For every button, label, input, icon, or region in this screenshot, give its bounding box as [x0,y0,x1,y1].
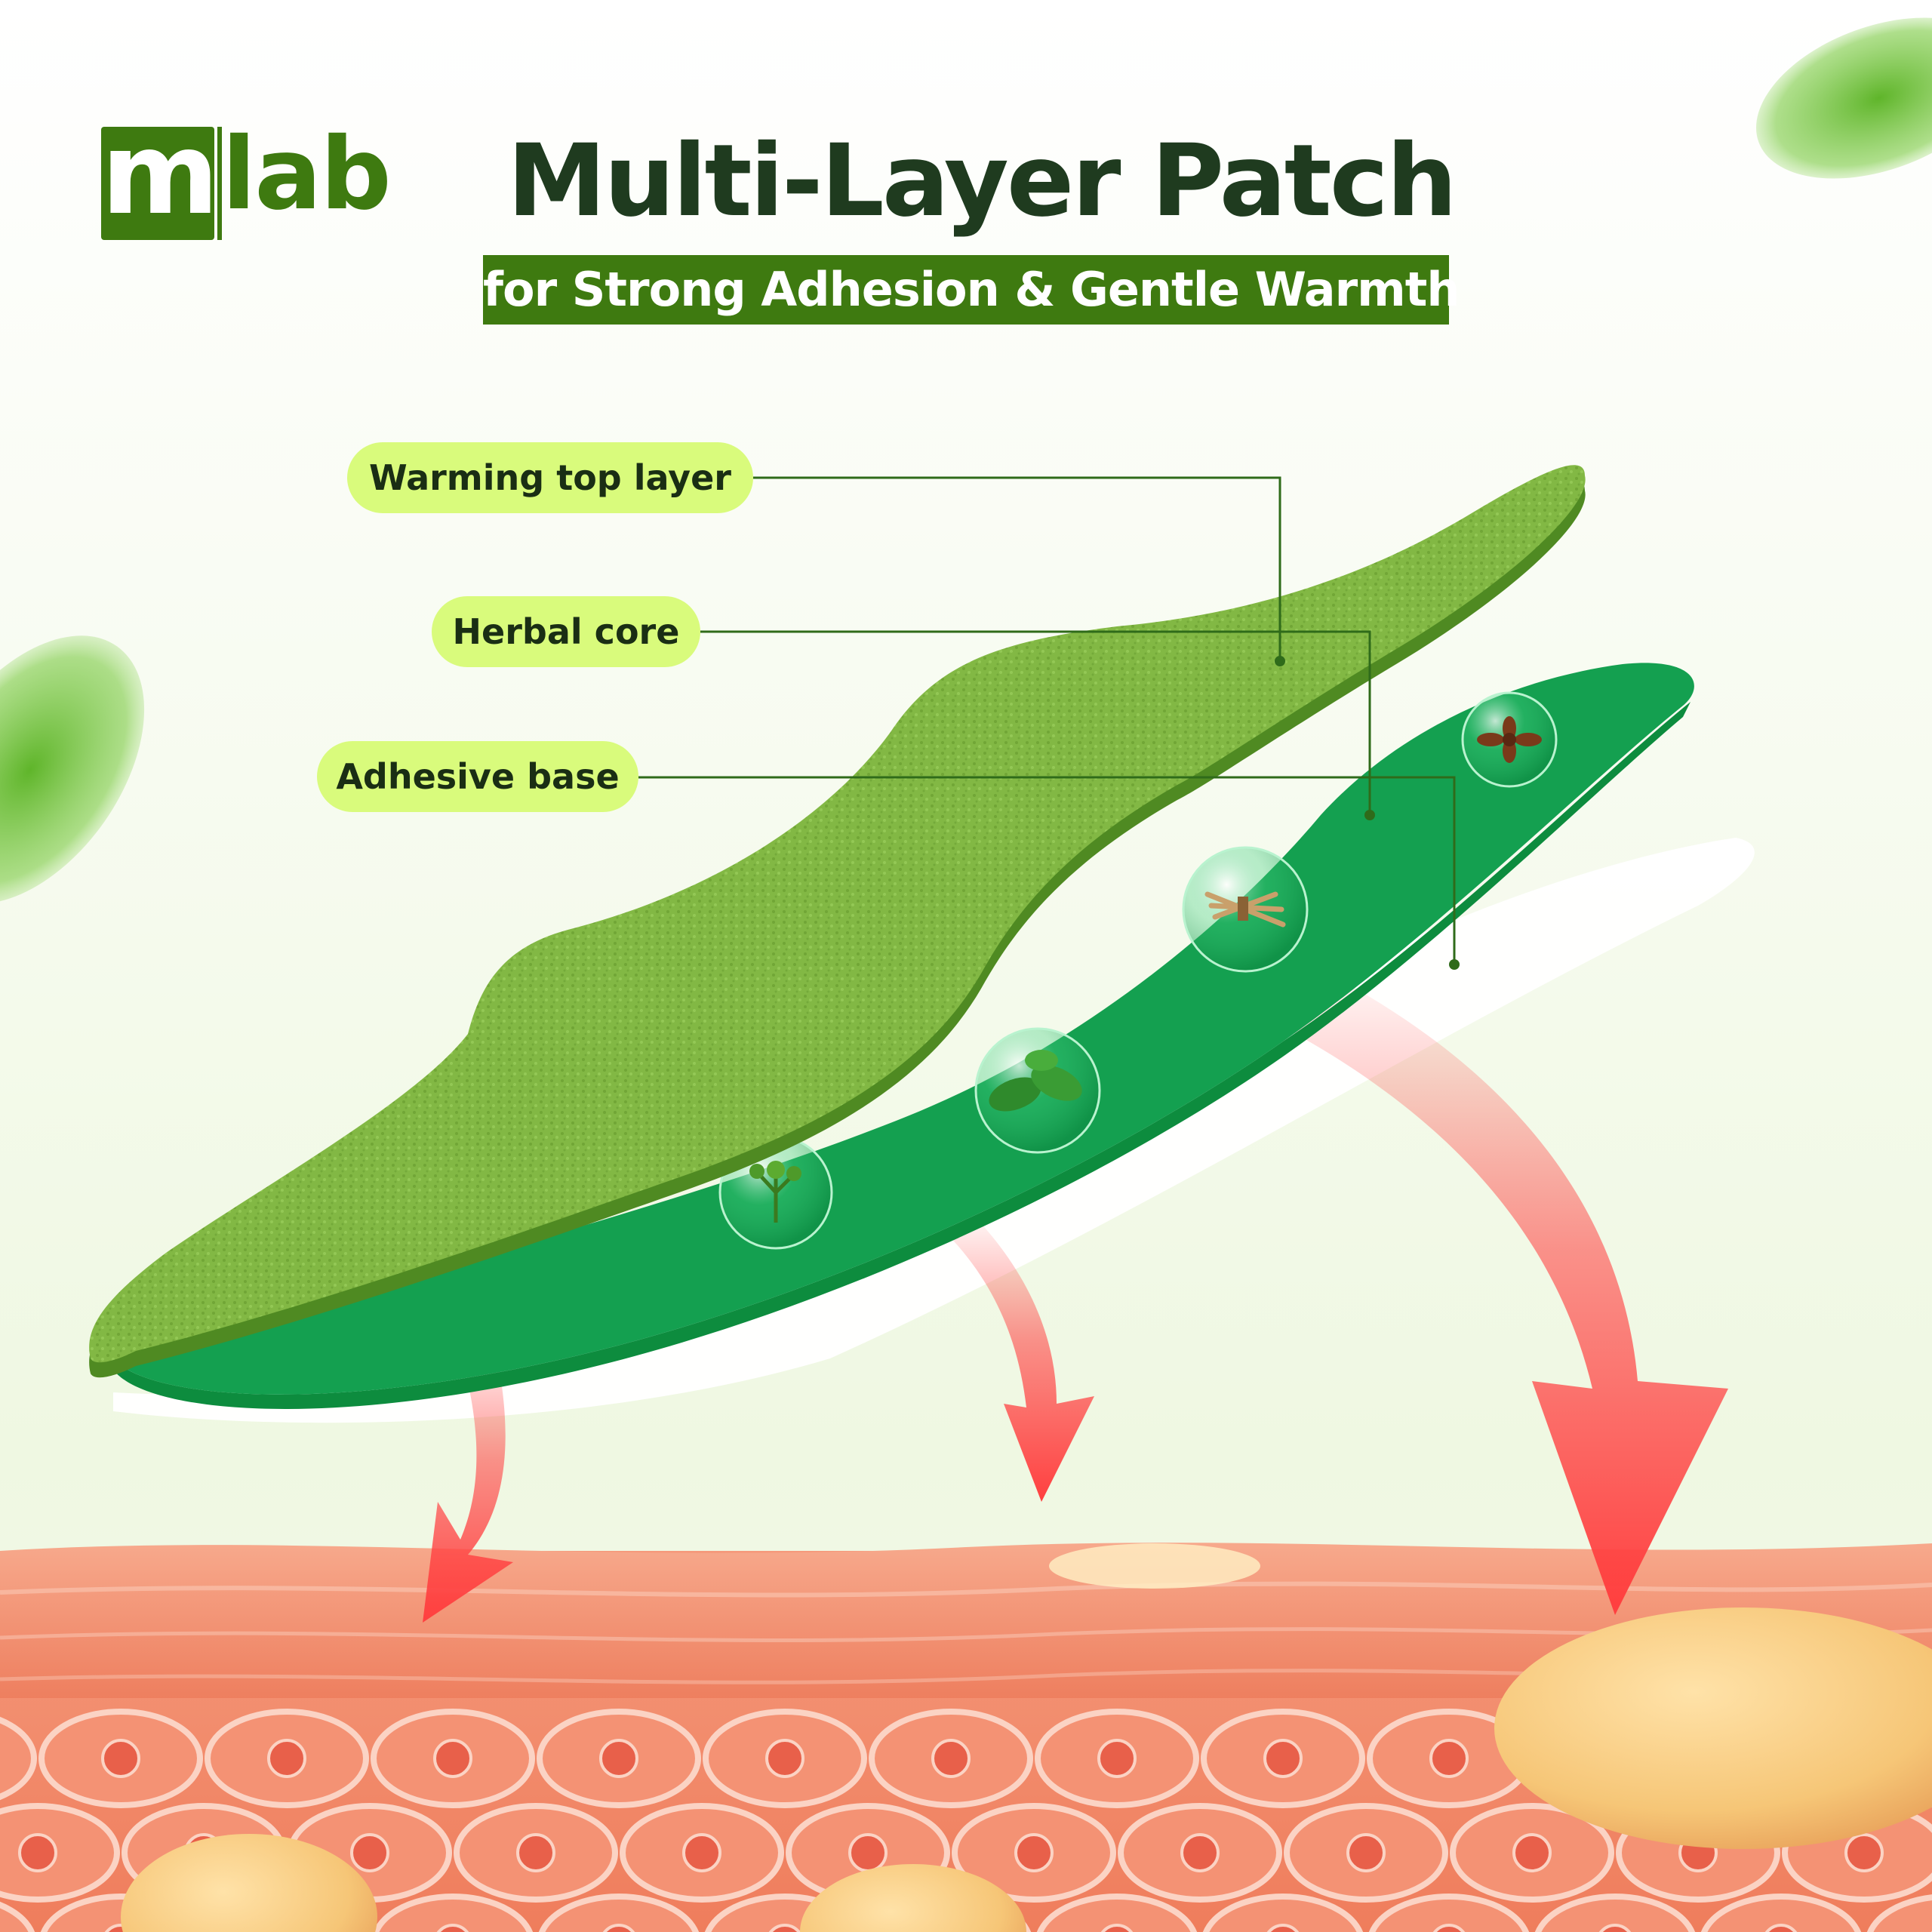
cell-nucleus [1844,1833,1884,1872]
logo-text: lab [222,116,392,232]
skin-cell [1534,1894,1696,1932]
cell-nucleus [1266,1924,1300,1932]
mint-leaf-icon [974,1027,1101,1154]
cell-nucleus [267,1739,306,1778]
heat-arrow [423,1328,513,1623]
logo-letter: m [101,109,219,240]
cell-nucleus [1100,1924,1134,1932]
cell-nucleus [101,1739,140,1778]
cell-nucleus [599,1739,638,1778]
cell-nucleus [1346,1833,1386,1872]
logo-box [101,127,214,240]
label-warming-top-layer: Warming top layer [347,442,753,513]
label-adhesive-base: Adhesive base [317,741,638,812]
skin-cell [0,1901,35,1932]
cell-nucleus [1764,1924,1798,1932]
leader-dot [1449,959,1460,970]
leader-lines [638,476,1456,964]
title-block: Multi-Layer Patch [0,113,1932,249]
cell-nucleus [1512,1833,1552,1872]
cell-nucleus [1432,1924,1466,1932]
licorice-root-icon [1182,846,1309,973]
cell-nucleus [768,1924,801,1932]
leader-dot [1275,656,1285,666]
cell-nucleus [1598,1924,1632,1932]
heat-arrow [1238,951,1728,1615]
cell-nucleus [848,1833,888,1872]
cell-nucleus [433,1739,472,1778]
leader-dot [1364,810,1375,820]
warming-top-layer [89,465,1586,1378]
cell-nucleus [1097,1739,1137,1778]
subtitle-banner: for Strong Adhesion & Gentle Warmth [483,255,1460,325]
cell-nucleus [436,1924,469,1932]
skin-cell [1866,1894,1932,1932]
skin-cell [1036,1894,1198,1932]
skin-cell [538,1894,700,1932]
leaf-decoration-icon [0,635,145,904]
cell-nucleus [682,1833,721,1872]
cell-nucleus [1014,1833,1054,1872]
logo-divider [217,127,222,240]
cell-nucleus [350,1833,389,1872]
cell-nucleus [931,1739,971,1778]
cell-nucleus [1180,1833,1220,1872]
cell-nucleus [516,1833,555,1872]
cell-nucleus [18,1833,57,1872]
skin-cell [0,1803,120,1903]
skin-cell [0,1716,37,1801]
leaf-decoration-icon [1755,17,1932,179]
skin-cell [1700,1894,1862,1932]
label-herbal-core: Herbal core [432,596,700,667]
cell-nucleus [602,1924,635,1932]
skin-cell [372,1894,534,1932]
skin-layer [0,1543,1932,1932]
cell-nucleus [1429,1739,1469,1778]
skin-cell [1202,1894,1364,1932]
cell-nucleus [1263,1739,1303,1778]
heat-arrow [943,1208,1094,1502]
skin-cell [1368,1894,1530,1932]
star-anise-icon [1461,691,1558,788]
herbal-core-layer [113,663,1694,1409]
page-title: Multi-Layer Patch [506,123,1457,239]
cell-nucleus [765,1739,804,1778]
